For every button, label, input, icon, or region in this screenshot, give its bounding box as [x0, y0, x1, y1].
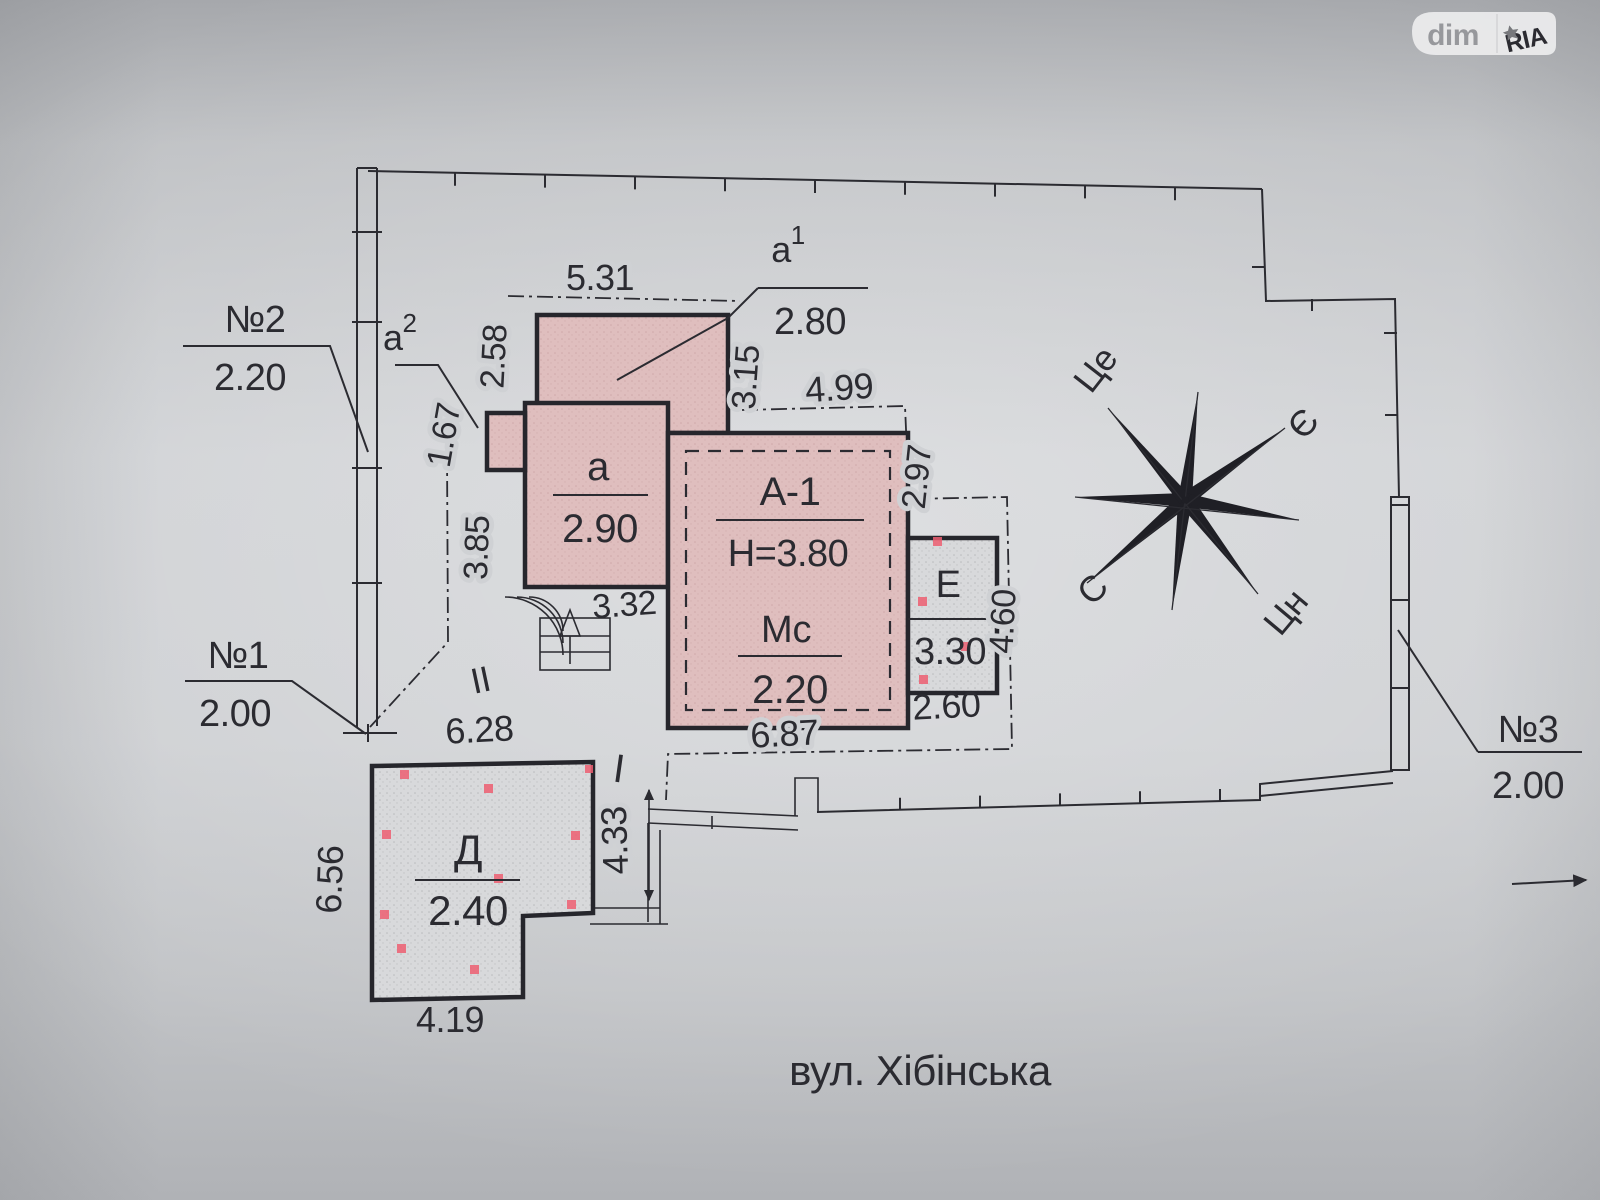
- marker-roman-one: І: [610, 747, 627, 792]
- annex-a1-label: а1: [771, 220, 805, 270]
- no2-name: №2: [225, 299, 286, 341]
- street-direction-arrow: [1511, 874, 1588, 888]
- fence-mark-no1: №1 2.00: [199, 635, 271, 735]
- dim-d-right: 4.33: [593, 806, 636, 875]
- compass-label-ne: Є: [1279, 400, 1326, 446]
- shed-e-value: 3.30: [914, 631, 986, 673]
- leader-lines: [183, 287, 1582, 753]
- building-d-labels: Д 2.40: [415, 826, 520, 934]
- dim-a1-left: 2.58: [473, 323, 514, 389]
- building-shed-e: [905, 535, 1000, 696]
- main-label: А-1: [760, 470, 821, 514]
- dim-e-bottom: 2.60: [911, 683, 981, 728]
- no3-length: 2.00: [1492, 765, 1564, 807]
- fence-right: [1390, 496, 1410, 771]
- main-height: Н=3.80: [728, 533, 849, 575]
- dim-a1-right: 3.15: [725, 344, 767, 411]
- watermark: dim RIA: [1412, 12, 1556, 58]
- dim-d-left: 6.56: [308, 845, 351, 914]
- dim-porch-left: 1.67: [420, 400, 469, 470]
- dim-a1-top: 5.31: [566, 257, 634, 298]
- cadastral-dash-boundary: [369, 295, 1013, 801]
- building-porch: [484, 410, 528, 473]
- parcel-boundary: [367, 170, 1400, 813]
- dim-d-top: 6.28: [444, 707, 514, 752]
- dim-main-right: 2.97: [895, 443, 940, 511]
- main-mezzanine-label: Мс: [761, 609, 811, 651]
- shed-e-label: Е: [936, 564, 961, 606]
- dim-e-right: 4.60: [982, 588, 1023, 654]
- annex-a1-value: 2.80: [774, 301, 846, 343]
- compass-label-se: Цн: [1255, 581, 1316, 642]
- compass-rose: Це Є Цн С: [1065, 339, 1326, 643]
- marker-roman-two: ІІ: [467, 658, 494, 702]
- building-e-labels: Е 3.30: [914, 564, 986, 673]
- annex-a-value: 2.90: [562, 507, 638, 551]
- shed-d-label: Д: [454, 826, 482, 873]
- annex-a2-label: а2: [383, 308, 417, 358]
- no1-length: 2.00: [199, 693, 271, 735]
- compass-label-sw: С: [1069, 566, 1116, 613]
- walkway-lines: [583, 777, 819, 925]
- dim-d-bottom: 4.19: [416, 999, 484, 1040]
- fence-mark-no3: №3 2.00: [1492, 709, 1564, 807]
- entrance-steps: [504, 596, 611, 671]
- red-markers: [380, 537, 970, 974]
- building-main-inner-dashed: [684, 449, 892, 712]
- watermark-star-icon: [1502, 25, 1519, 41]
- shed-d-value: 2.40: [428, 887, 508, 934]
- dim-main-bottom: 6.87: [749, 711, 819, 756]
- dim-steps-width: 3.32: [591, 584, 658, 626]
- watermark-dim: dim: [1427, 19, 1479, 52]
- compass-label-nw: Це: [1065, 339, 1125, 400]
- no1-name: №1: [208, 635, 269, 677]
- annex-a-label: а: [587, 445, 610, 489]
- no2-length: 2.20: [214, 357, 286, 399]
- fence-left: [343, 167, 397, 742]
- no3-name: №3: [1498, 709, 1559, 751]
- dim-a-left: 3.85: [457, 515, 497, 580]
- street-name: вул. Хібінська: [789, 1047, 1052, 1094]
- watermark-box: [1412, 12, 1556, 55]
- dim-main-top: 4.99: [804, 365, 875, 411]
- dimension-labels: 5.31 2.58 3.15 4.99 2.97 4.60 2.60 6.87 …: [308, 252, 1029, 1040]
- building-main-labels: А-1 Н=3.80 Мс 2.20: [716, 470, 864, 712]
- main-mezzanine-value: 2.20: [752, 668, 828, 712]
- fence-mark-no2: №2 2.20: [214, 299, 286, 399]
- building-main-a1: [665, 430, 911, 731]
- building-annex-a-labels: а 2.90: [553, 445, 648, 551]
